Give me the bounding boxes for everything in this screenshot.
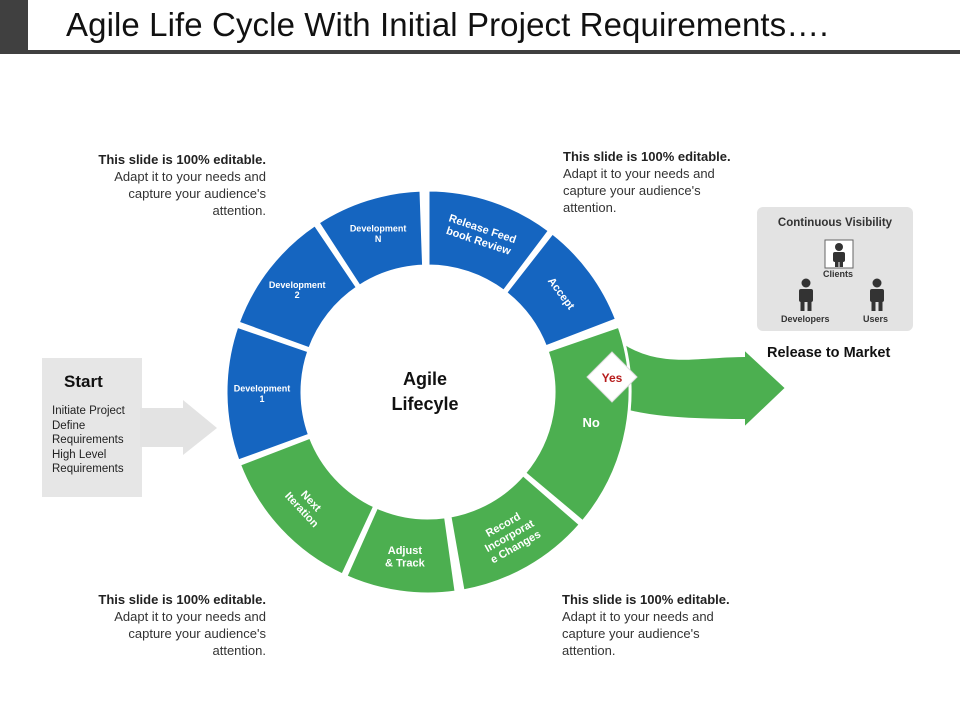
segment-adjust [343, 505, 458, 596]
note-line: attention. [212, 643, 267, 658]
page-title: Agile Life Cycle With Initial Project Re… [66, 6, 829, 43]
note-line: capture your audience's [563, 183, 701, 198]
start-line: Requirements [52, 463, 124, 475]
note-bottom-left: This slide is 100% editable. Adapt it to… [66, 591, 266, 659]
segment-release_feed [426, 188, 552, 294]
note-line: Adapt it to your needs and [114, 169, 266, 184]
segment-label-no: No [583, 415, 600, 430]
segment-accept [503, 230, 619, 349]
yes-decision-diamond [586, 351, 638, 403]
note-line: capture your audience's [562, 626, 700, 641]
note-line: Adapt it to your needs and [562, 609, 714, 624]
developer-person-icon [799, 278, 813, 311]
start-title: Start [64, 372, 103, 391]
note-line: attention. [562, 643, 616, 658]
segment-devn [315, 188, 426, 289]
developers-label: Developers [781, 314, 830, 324]
note-line: Adapt it to your needs and [563, 166, 715, 181]
visibility-title: Continuous Visibility [777, 217, 893, 229]
note-heading: This slide is 100% editable. [98, 152, 266, 167]
continuous-visibility-box: Continuous Visibility Clients Developers… [757, 207, 913, 331]
note-line: attention. [212, 203, 267, 218]
start-line: High Level [52, 448, 107, 461]
note-line: Adapt it to your needs and [114, 609, 266, 624]
start-line: Initiate Project [52, 405, 125, 417]
users-label: Users [863, 314, 889, 324]
note-top-left: This slide is 100% editable. Adapt it to… [66, 151, 266, 219]
segment-dev1 [224, 324, 312, 464]
start-requirements: Initiate Project Define Requirements Hig… [52, 404, 125, 477]
start-box: Start Initiate Project Define Requiremen… [42, 358, 142, 497]
note-line: attention. [563, 200, 617, 215]
center-label-line2: Lifecyle [391, 394, 458, 414]
note-top-right: This slide is 100% editable. Adapt it to… [563, 148, 763, 216]
client-person-icon [833, 243, 845, 267]
start-line: Define [52, 419, 86, 432]
title-bar: Agile Life Cycle With Initial Project Re… [0, 0, 960, 54]
segment-record [448, 472, 583, 593]
note-bottom-right: This slide is 100% editable. Adapt it to… [562, 591, 762, 659]
center-label-line1: Agile [403, 369, 447, 389]
note-heading: This slide is 100% editable. [562, 592, 730, 607]
start-arrow [140, 400, 217, 455]
release-to-market-label: Release to Market [767, 345, 891, 361]
visibility-icons [799, 239, 884, 311]
note-line: capture your audience's [128, 186, 266, 201]
title-accent-block [0, 0, 28, 54]
user-person-icon [870, 278, 884, 311]
title-underline [28, 50, 960, 54]
segment-next [237, 435, 377, 578]
note-heading: This slide is 100% editable. [563, 149, 731, 164]
yes-label: Yes [602, 371, 623, 385]
start-line: Requirements [52, 434, 124, 446]
segment-dev2 [236, 222, 360, 351]
clients-label: Clients [823, 269, 854, 279]
segment-label-adjust: Adjust& Track [385, 545, 426, 570]
note-heading: This slide is 100% editable. [98, 592, 266, 607]
note-line: capture your audience's [128, 626, 266, 641]
